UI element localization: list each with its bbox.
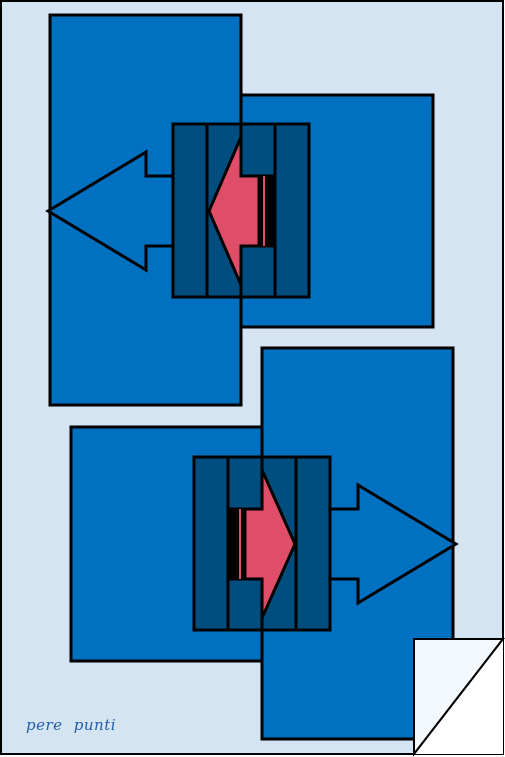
author-signature: pere punti	[26, 716, 117, 734]
page-curl-icon	[413, 638, 505, 757]
top-red-arrow	[207, 136, 261, 286]
bottom-red-arrow	[243, 469, 297, 619]
